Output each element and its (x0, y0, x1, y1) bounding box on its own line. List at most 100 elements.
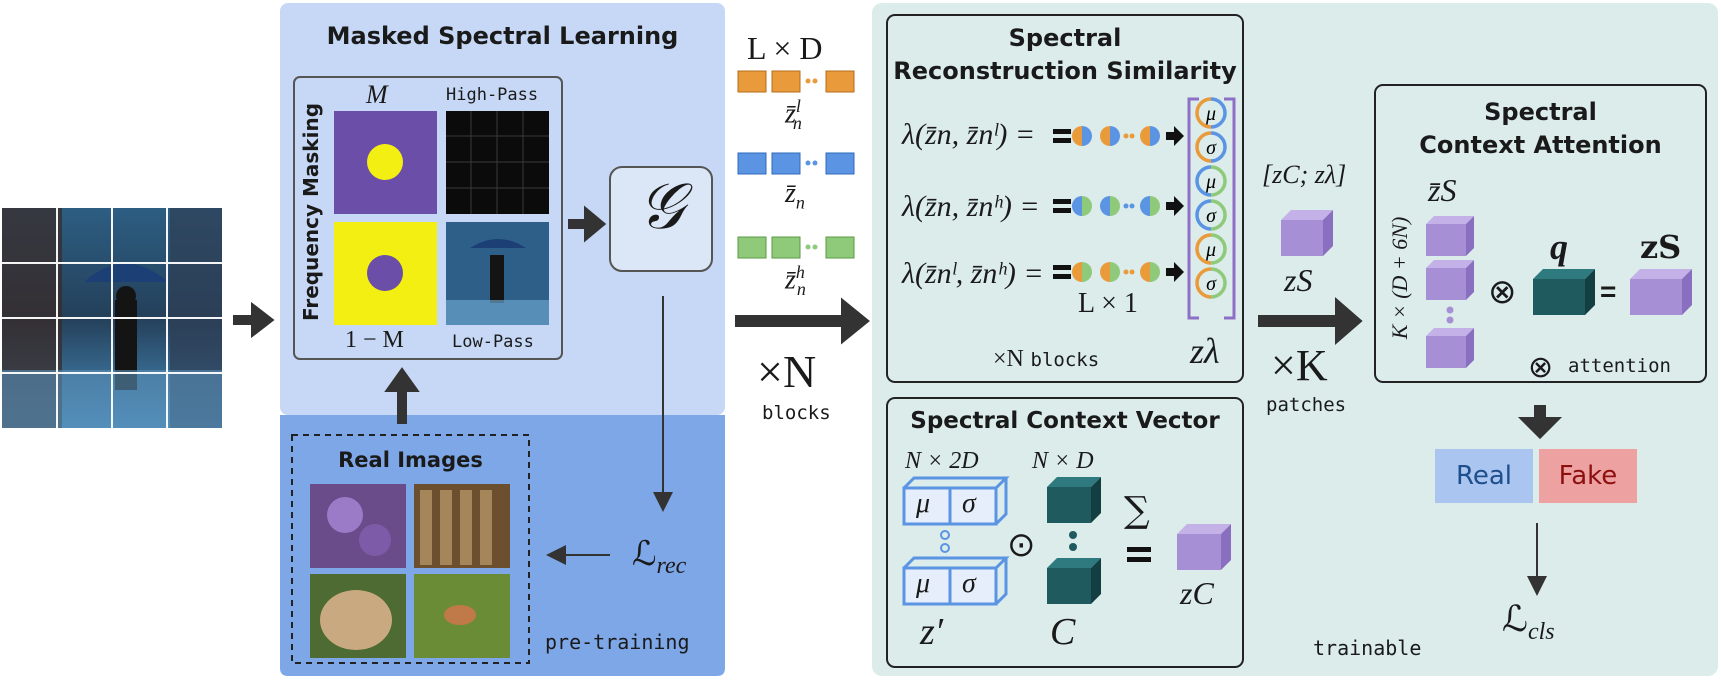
middle-to-similarity-arrow (735, 297, 870, 345)
row-arrow-icon (1166, 262, 1184, 282)
mu-sigma-ring-right (1210, 165, 1227, 197)
bracket-right (1224, 97, 1236, 320)
equals-bar (1053, 199, 1071, 204)
row-arrow-icon (1166, 126, 1184, 146)
real-images-box (291, 434, 530, 664)
ellipsis-dot (1123, 133, 1129, 139)
c-cube-top (1047, 477, 1101, 523)
times-k-label: ×K (1271, 341, 1328, 390)
input-image (2, 208, 222, 428)
n-2d-label: N × 2D (905, 448, 979, 474)
half-dot-left (1140, 196, 1150, 216)
low-pass-label: Low-Pass (452, 332, 534, 352)
mu-sigma-ring-right (1210, 97, 1227, 129)
similarity-row3: λ(z̄nˡ, z̄nʰ) = (902, 257, 1044, 290)
cls-loss-label: ℒcls (1502, 599, 1555, 646)
ellipsis-dot (1129, 203, 1135, 209)
frequency-masking-label: Frequency Masking (299, 102, 323, 322)
mu-sigma-ring-left (1195, 233, 1212, 265)
attention-legend-label: attention (1568, 355, 1671, 377)
trainable-label: trainable (1313, 636, 1422, 660)
masked-learning-title: Masked Spectral Learning (326, 22, 679, 50)
rec-loss-label: ℒrec (632, 534, 687, 579)
half-dot-left (1140, 126, 1150, 146)
context-vector-panel (886, 397, 1244, 668)
zc-label: zC (1180, 575, 1214, 611)
half-dot-left (1100, 126, 1110, 146)
z-bar-s-label: z̄S (1428, 172, 1457, 208)
bracket-left (1187, 97, 1199, 320)
mu-bottom: μ (916, 568, 931, 599)
z-bar-l-label: z̄ln (785, 96, 802, 133)
mu-sigma-symbol: σ (1206, 137, 1217, 159)
sigma-top: σ (962, 488, 976, 519)
mask-m-label: M (366, 80, 388, 109)
high-pass-icon (446, 111, 549, 214)
dims-label: L × D (747, 30, 823, 66)
mu-sigma-symbol: μ (1205, 171, 1216, 193)
c-cube-bottom (1047, 558, 1101, 604)
similarity-row2: λ(z̄n, z̄nʰ) = (902, 190, 1040, 223)
pretraining-label: pre-training (545, 630, 690, 654)
side-dim-label: K × (D + 6N) (1387, 216, 1412, 340)
half-dot-left (1100, 196, 1110, 216)
sigma-bottom: σ (962, 568, 976, 599)
q-label: q (1550, 227, 1568, 267)
half-dot-right (1110, 262, 1120, 282)
z-prime-label: z′ (920, 611, 944, 653)
low-pass-icon (446, 222, 549, 325)
half-dot-right (1110, 196, 1120, 216)
half-dot-right (1150, 126, 1160, 146)
green-token-row (737, 236, 855, 259)
q-cube (1533, 269, 1595, 315)
mu-sigma-ring-right (1210, 199, 1227, 231)
mu-sigma-stack-bottom (902, 556, 1010, 606)
attention-to-output-arrow (1517, 405, 1563, 440)
context-vector-title: Spectral Context Vector (910, 408, 1220, 434)
l-times-1-label: L × 1 (1078, 288, 1138, 319)
mu-sigma-ring-left (1195, 97, 1212, 129)
real-image-bird (414, 574, 510, 658)
real-image-fence (414, 484, 510, 568)
mu-sigma-ring-left (1195, 165, 1212, 197)
concat-label: [zC; zλ] (1262, 160, 1347, 189)
real-images-label: Real Images (338, 448, 483, 472)
half-dot-left (1140, 262, 1150, 282)
real-label: Real (1455, 461, 1513, 491)
n-d-label: N × D (1032, 448, 1094, 474)
ellipsis-dot (1123, 269, 1129, 275)
mu-sigma-ring-left (1195, 267, 1212, 299)
otimes-legend-icon: ⊗ (1528, 351, 1554, 384)
masking-to-generator-arrow (568, 205, 607, 243)
half-dot-right (1082, 126, 1092, 146)
blue-token-row (737, 152, 855, 175)
mu-sigma-symbol: σ (1206, 273, 1217, 295)
half-dot-right (1150, 262, 1160, 282)
ellipsis-dot (1129, 269, 1135, 275)
real-box (1435, 449, 1533, 503)
ellipsis-dot (1129, 133, 1135, 139)
attention-panel (1374, 84, 1707, 383)
zs-bold-label: zS (1640, 228, 1682, 266)
mu-sigma-ring-right (1210, 267, 1227, 299)
blocks-label: blocks (762, 402, 831, 424)
patches-label: patches (1266, 394, 1347, 416)
zs-output-cube (1630, 269, 1692, 315)
equals-bar (1053, 208, 1071, 213)
half-dot-right (1110, 126, 1120, 146)
times-n-blocks-label: ×N blocks (993, 346, 1100, 372)
inverse-mask-label: 1 − M (345, 327, 404, 353)
half-dot-left (1100, 262, 1110, 282)
z-lambda-label: zλ (1190, 331, 1220, 371)
mu-sigma-ring-right (1210, 131, 1227, 163)
z-bar-label: z̄n (785, 178, 805, 213)
mu-sigma-ring-right (1210, 233, 1227, 265)
half-dot-left (1072, 126, 1082, 146)
z-bar-s-cubes (1426, 216, 1474, 368)
attention-title-line2: Context Attention (1419, 131, 1662, 159)
orange-token-row (737, 70, 855, 93)
half-dot-left (1072, 262, 1082, 282)
equals-bar (1053, 138, 1071, 143)
